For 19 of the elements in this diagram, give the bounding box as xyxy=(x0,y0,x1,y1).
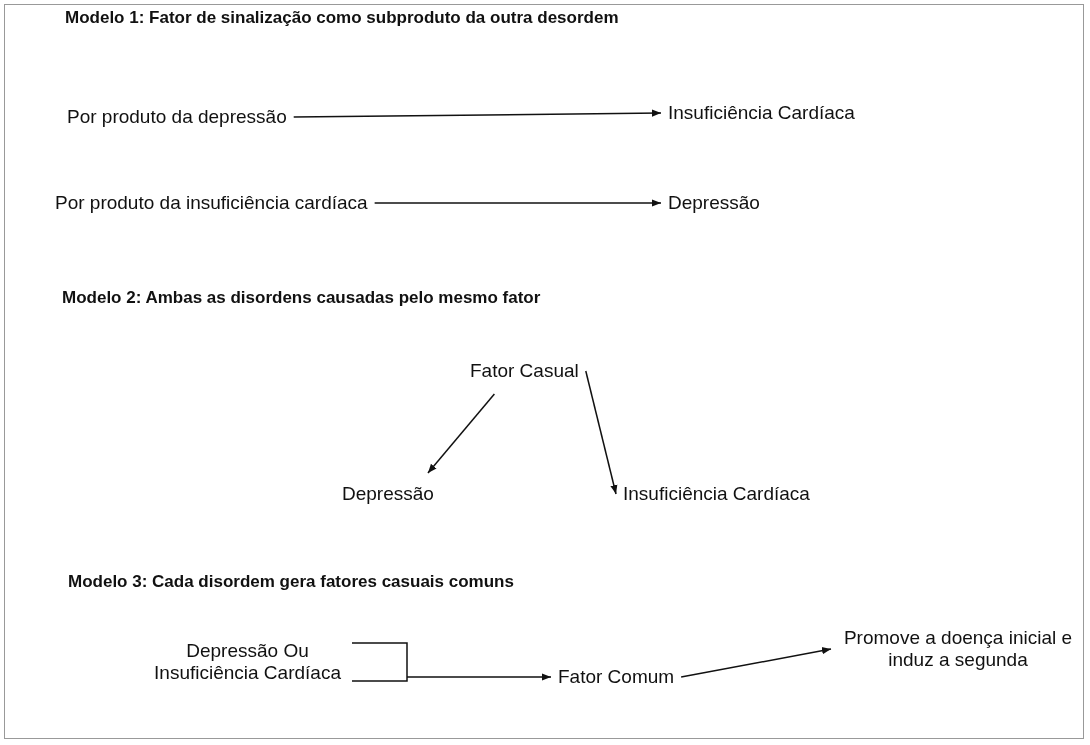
node-text: Por produto da insuficiência cardíaca xyxy=(55,192,368,214)
section-heading: Modelo 3: Cada disordem gera fatores casuais comuns xyxy=(68,572,514,592)
arrow xyxy=(427,393,496,474)
arrow xyxy=(585,370,618,495)
section-heading: Modelo 2: Ambas as disordens causadas pelo mesmo fator xyxy=(62,288,541,308)
node-text: Fator Casual xyxy=(470,360,579,382)
section-heading: Modelo 1: Fator de sinalização como subproduto da outra desordem xyxy=(65,8,619,28)
node-text: Depressão xyxy=(342,483,434,505)
arrow xyxy=(680,647,832,678)
node-text: Promove a doença inicial e induz a segunda xyxy=(838,627,1078,671)
node-text: Insuficiência Cardíaca xyxy=(623,483,810,505)
arrow xyxy=(373,199,662,207)
node-text: Depressão Ou Insuficiência Cardíaca xyxy=(150,640,345,684)
node-text: Fator Comum xyxy=(558,666,675,688)
node-text: Por produto da depressão xyxy=(67,106,287,128)
node-text: Depressão xyxy=(668,192,760,214)
arrow xyxy=(351,642,552,682)
arrow xyxy=(292,109,662,118)
node-text: Insuficiência Cardíaca xyxy=(668,102,855,124)
